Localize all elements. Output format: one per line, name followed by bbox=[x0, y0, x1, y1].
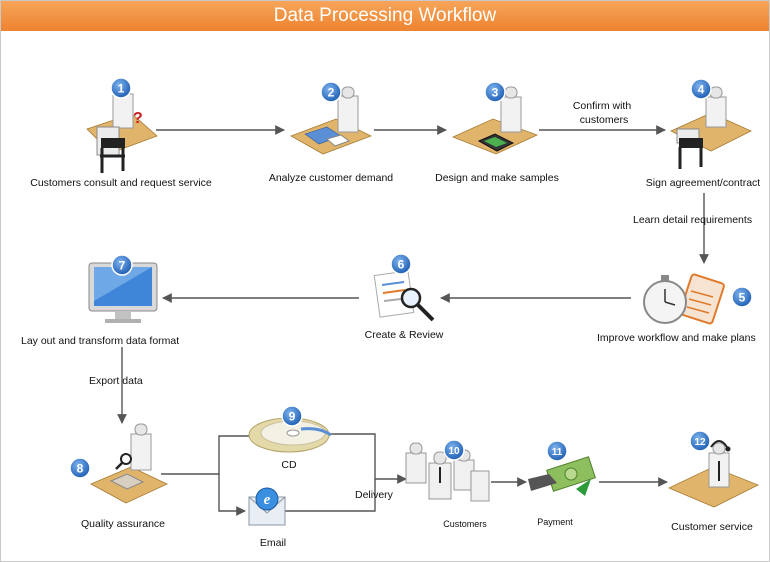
badge-12-number: 12 bbox=[694, 437, 706, 448]
svg-text:?: ? bbox=[133, 110, 143, 127]
export-label: Export data bbox=[89, 375, 143, 387]
step-9-label: CD bbox=[281, 459, 297, 471]
badge-11-number: 11 bbox=[552, 447, 563, 458]
badge-5-number: 5 bbox=[739, 291, 746, 305]
confirm-label-line2: customers bbox=[580, 114, 628, 126]
confirm-label-line1: Confirm with bbox=[573, 100, 632, 112]
step-4-label: Sign agreement/contract bbox=[646, 177, 760, 189]
badge-8-number: 8 bbox=[77, 462, 84, 476]
badge-6-number: 6 bbox=[398, 258, 405, 272]
badge-1-number: 1 bbox=[118, 82, 125, 96]
badge-7 bbox=[111, 254, 133, 276]
arrow-cd-customers bbox=[316, 433, 407, 484]
diagram-title: Data Processing Workflow bbox=[273, 5, 497, 26]
quality-assurance-icon bbox=[90, 423, 168, 504]
step-10: 10 Customers bbox=[405, 439, 490, 529]
svg-text:e: e bbox=[264, 492, 271, 508]
step-4: 4 Sign agreement/contract bbox=[646, 78, 760, 189]
badge-4 bbox=[690, 78, 712, 100]
badge-12 bbox=[689, 430, 711, 452]
payment-icon bbox=[528, 456, 596, 496]
email-node: e Email bbox=[248, 487, 286, 549]
customer-service-icon bbox=[668, 440, 759, 508]
arrow-email-customers bbox=[285, 479, 376, 512]
step-8-label: Quality assurance bbox=[81, 518, 165, 530]
arrow-8-cd bbox=[161, 431, 264, 475]
step-1: ? 1 Customers consult and request servic… bbox=[30, 77, 212, 189]
stopwatch-clipboard-icon bbox=[643, 273, 725, 325]
badge-4-number: 4 bbox=[698, 83, 705, 97]
arrow-8-email bbox=[218, 474, 246, 516]
badge-11 bbox=[546, 440, 568, 462]
badge-3-number: 3 bbox=[492, 86, 499, 100]
badge-10-number: 10 bbox=[448, 446, 460, 457]
step-7: 7 Lay out and transform data format bbox=[21, 254, 179, 347]
badge-3 bbox=[484, 81, 506, 103]
badge-2-number: 2 bbox=[328, 86, 335, 100]
design-icon bbox=[451, 86, 539, 155]
title-bar: Data Processing Workflow bbox=[1, 1, 769, 31]
step-12: 12 Customer service bbox=[668, 430, 759, 533]
step-12-label: Customer service bbox=[671, 521, 753, 533]
step-6-label: Create & Review bbox=[365, 329, 444, 341]
step-1-label: Customers consult and request service bbox=[30, 177, 212, 189]
review-icon bbox=[373, 270, 435, 322]
badge-5 bbox=[731, 286, 753, 308]
badge-2 bbox=[320, 81, 342, 103]
step-9: 9 CD bbox=[248, 405, 332, 471]
step-6: 6 Create & Review bbox=[365, 253, 444, 341]
step-8: 8 Quality assurance bbox=[69, 423, 168, 530]
badge-6 bbox=[390, 253, 412, 275]
badge-9-number: 9 bbox=[289, 410, 296, 424]
step-11-label: Payment bbox=[537, 517, 573, 527]
learn-label: Learn detail requirements bbox=[633, 214, 752, 226]
badge-10 bbox=[443, 439, 465, 461]
step-5: 5 Improve workflow and make plans bbox=[597, 273, 756, 344]
sign-icon bbox=[670, 86, 752, 169]
step-11: 11 Payment bbox=[528, 440, 596, 527]
analyze-icon bbox=[290, 86, 373, 155]
badge-9 bbox=[281, 405, 303, 427]
step-10-label: Customers bbox=[443, 519, 487, 529]
step-2: 2 Analyze customer demand bbox=[269, 81, 393, 184]
step-2-label: Analyze customer demand bbox=[269, 172, 393, 184]
customers-icon bbox=[405, 442, 490, 502]
badge-7-number: 7 bbox=[119, 259, 126, 273]
email-label: Email bbox=[260, 537, 286, 549]
step-5-label: Improve workflow and make plans bbox=[597, 332, 756, 344]
step-3: 3 Design and make samples bbox=[435, 81, 559, 184]
badge-8 bbox=[69, 457, 91, 479]
email-icon: e bbox=[248, 487, 286, 526]
delivery-label: Delivery bbox=[355, 489, 394, 501]
step-7-label: Lay out and transform data format bbox=[21, 335, 179, 347]
badge-1 bbox=[110, 77, 132, 99]
step-3-label: Design and make samples bbox=[435, 172, 559, 184]
connectors bbox=[117, 125, 709, 516]
